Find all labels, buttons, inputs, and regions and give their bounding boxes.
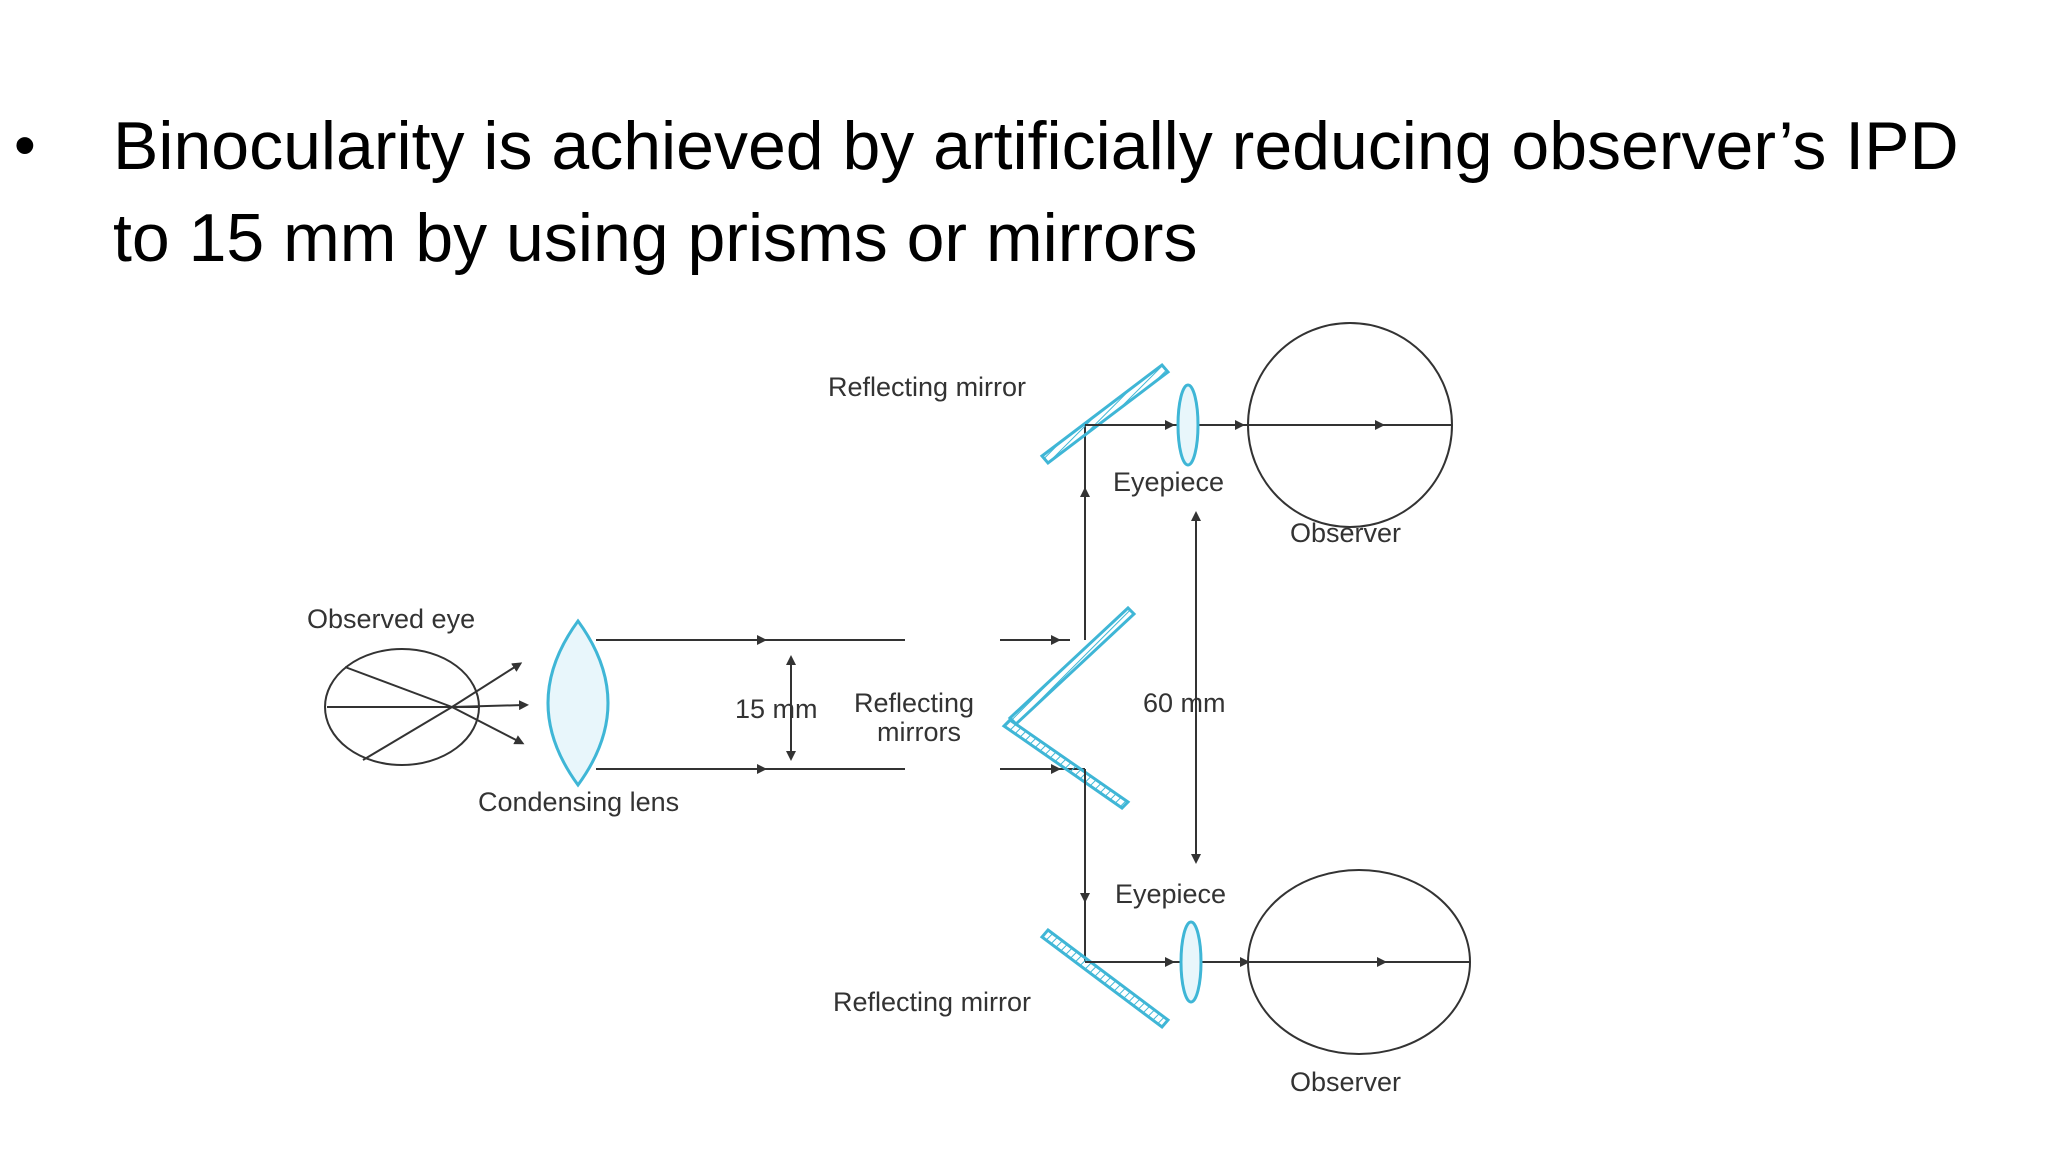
condensing-lens xyxy=(546,618,610,788)
bottom-observer-eye xyxy=(1247,869,1471,1055)
label-eyepiece-bottom: Eyepiece xyxy=(1115,879,1226,909)
bullet-symbol: • xyxy=(14,111,36,180)
eye-lens-rays xyxy=(451,662,529,745)
label-reflecting-mirrors-1: Reflecting xyxy=(854,688,974,718)
bullet-line-2: to 15 mm by using prisms or mirrors xyxy=(113,200,1198,276)
parallel-rays xyxy=(596,635,1085,774)
bullet-line-1: Binocularity is achieved by artificially… xyxy=(113,108,1959,184)
label-observer-bottom: Observer xyxy=(1290,1067,1401,1097)
top-reflecting-mirror xyxy=(1039,362,1171,466)
bullet-text: Binocularity is achieved by artificially… xyxy=(113,100,2048,284)
bottom-eyepiece-lens xyxy=(1179,920,1203,1004)
label-condensing-lens: Condensing lens xyxy=(478,787,679,817)
label-observer-top: Observer xyxy=(1290,518,1401,548)
label-reflecting-mirrors-2: mirrors xyxy=(877,717,961,747)
label-60mm: 60 mm xyxy=(1143,688,1226,718)
top-observer-eye xyxy=(1247,322,1453,528)
label-reflecting-mirror-top: Reflecting mirror xyxy=(828,372,1026,402)
label-reflecting-mirror-bottom: Reflecting mirror xyxy=(833,987,1031,1017)
label-eyepiece-top: Eyepiece xyxy=(1113,467,1224,497)
label-observed-eye: Observed eye xyxy=(307,604,475,634)
central-reflecting-mirrors xyxy=(1001,605,1137,810)
top-eyepiece-lens xyxy=(1176,383,1200,467)
bottom-reflecting-mirror xyxy=(1039,927,1171,1030)
label-15mm: 15 mm xyxy=(735,694,818,724)
